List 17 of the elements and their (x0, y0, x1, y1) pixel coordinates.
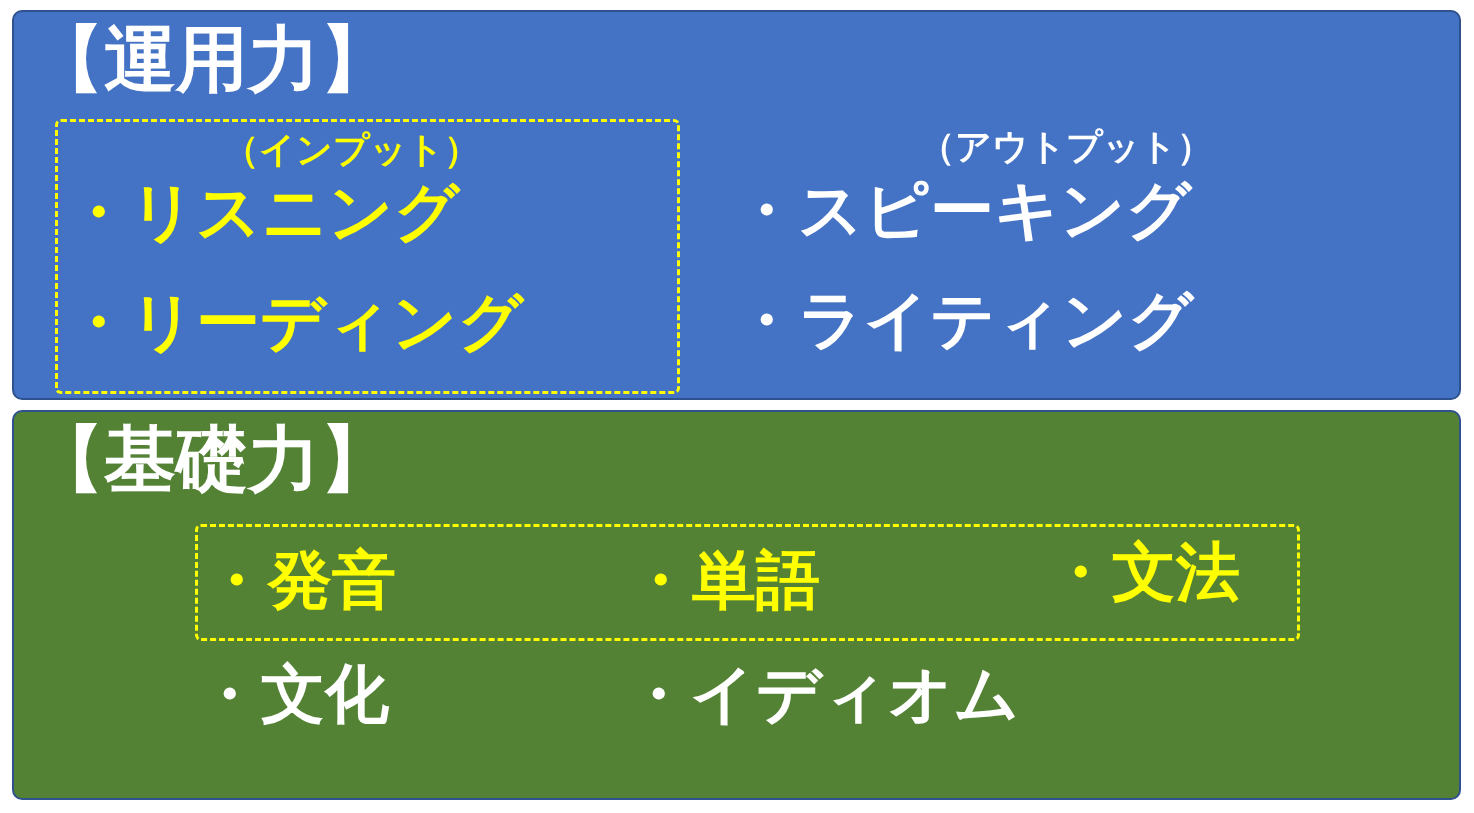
skill-item: ・発音 (204, 545, 396, 616)
section-title: 【基礎力】 (32, 420, 392, 500)
skill-item: ・イディオム (626, 659, 1020, 730)
skill-item: ・文化 (197, 659, 389, 730)
section-title: 【運用力】 (32, 20, 392, 100)
group-heading: （インプット） (223, 130, 480, 170)
skill-item: ・単語 (628, 545, 820, 616)
dashed-group-box (55, 119, 680, 394)
section-panel (12, 10, 1461, 400)
skill-item: ・文法 (1048, 537, 1240, 608)
skill-item: ・リスニング (66, 177, 460, 248)
section-panel (12, 410, 1461, 800)
skill-item: ・スピーキング (734, 175, 1192, 246)
skill-item: ・リーディング (66, 287, 524, 358)
group-heading: （アウトプット） (919, 127, 1213, 167)
dashed-group-box (195, 524, 1300, 641)
skill-item: ・ライティング (734, 285, 1194, 356)
